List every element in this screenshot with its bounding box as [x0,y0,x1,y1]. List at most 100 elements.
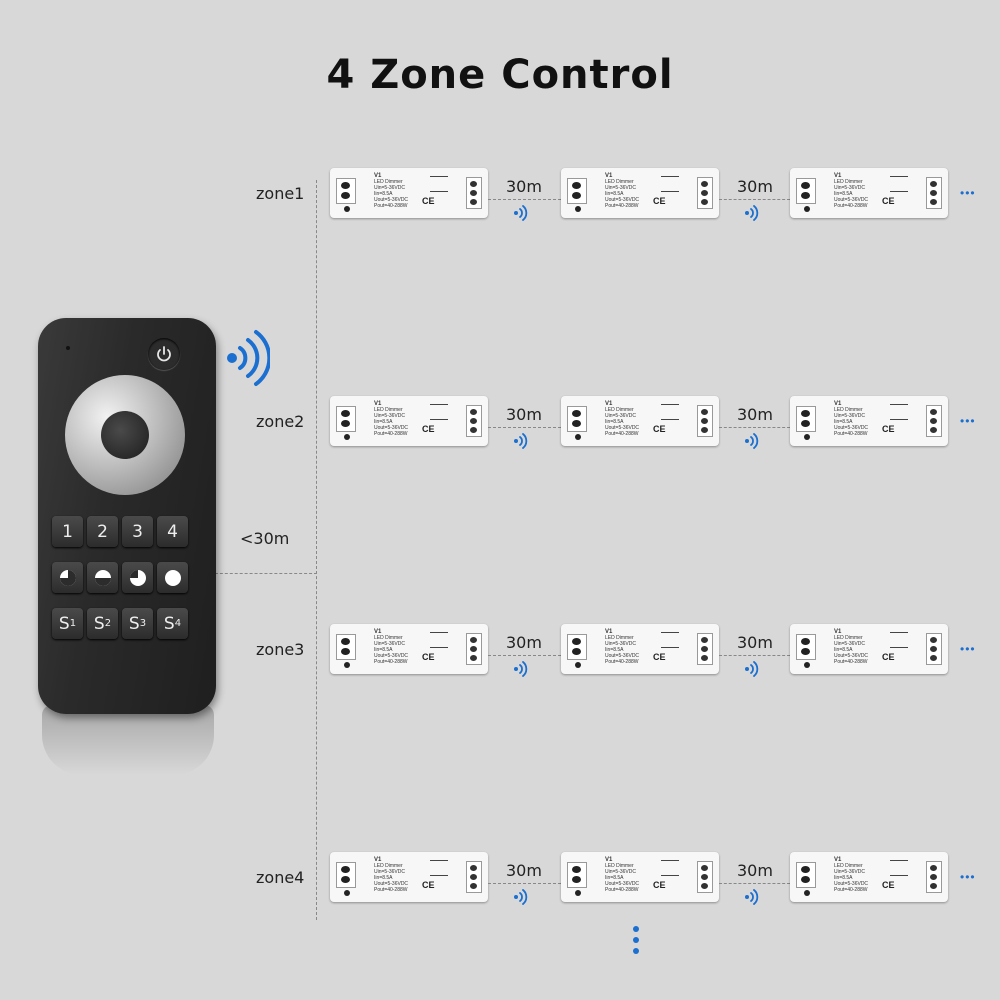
more-receivers-indicator: ••• [960,870,976,884]
cert-mark: CE [422,880,435,890]
cert-mark: CE [653,196,666,206]
more-receivers-indicator: ••• [960,186,976,200]
wiring-diagram [890,860,908,876]
controller-name: LED Dimmer [374,179,403,185]
receiver-link-line [719,427,790,428]
dim-100-icon [164,569,181,586]
wireless-signal-icon [743,888,761,911]
input-terminal [336,862,356,888]
receiver-link-line [719,199,790,200]
input-terminal [336,406,356,432]
zone-key-4[interactable]: 4 [157,516,188,547]
match-button[interactable] [575,206,581,212]
output-terminal [926,405,942,437]
dim-100-button[interactable] [157,562,188,593]
output-terminal [926,861,942,893]
controller-model: V1 [834,173,842,179]
zone-key-3[interactable]: 3 [122,516,153,547]
match-button[interactable] [804,206,810,212]
controller-spec: Uout=5-36VDC [605,881,640,887]
match-button[interactable] [575,662,581,668]
controller-name: LED Dimmer [834,407,863,413]
controller-spec: Uin=5-36VDC [834,869,865,875]
cert-mark: CE [422,652,435,662]
led-dimmer-receiver: V1 LED Dimmer Uin=5-36VDC Iin=8.5A Uout=… [330,396,488,446]
controller-model: V1 [374,401,382,407]
wiring-diagram [430,404,448,420]
wiring-diagram [661,404,679,420]
match-button[interactable] [804,890,810,896]
scene-key-number: 2 [104,618,112,629]
cert-mark: CE [882,196,895,206]
zone-row-2: zone2 V1 LED Dimmer Uin=5-36VDC Iin=8.5A… [0,396,1000,466]
wiring-diagram [890,404,908,420]
wiring-diagram [430,860,448,876]
controller-name: LED Dimmer [605,407,634,413]
controller-label: V1 LED Dimmer Uin=5-36VDC Iin=8.5A Uout=… [374,857,408,893]
controller-spec: Uin=5-36VDC [605,641,636,647]
controller-spec: Pout=40-288W [374,431,408,437]
page-title: 4 Zone Control [326,52,674,98]
distance-label: 30m [506,633,542,652]
match-button[interactable] [804,662,810,668]
cert-mark: CE [653,652,666,662]
controller-spec: Uout=5-36VDC [834,653,869,659]
controller-spec: Iin=8.5A [374,419,393,425]
input-terminal [796,178,816,204]
controller-name: LED Dimmer [834,635,863,641]
controller-model: V1 [834,401,842,407]
controller-spec: Uout=5-36VDC [834,197,869,203]
distance-label: 30m [737,405,773,424]
remote-reflection [42,705,214,775]
controller-name: LED Dimmer [834,179,863,185]
led-dimmer-receiver: V1 LED Dimmer Uin=5-36VDC Iin=8.5A Uout=… [330,852,488,902]
match-button[interactable] [344,206,350,212]
ce-mark: CE [882,880,895,890]
dim-75-icon [129,569,146,586]
match-button[interactable] [575,434,581,440]
zone-key-1[interactable]: 1 [52,516,83,547]
controller-model: V1 [374,629,382,635]
controller-model: V1 [605,173,613,179]
zone-key-2[interactable]: 2 [87,516,118,547]
dimming-wheel[interactable] [65,375,185,495]
led-dimmer-receiver: V1 LED Dimmer Uin=5-36VDC Iin=8.5A Uout=… [561,852,719,902]
ce-mark: CE [882,196,895,206]
cert-mark: CE [653,424,666,434]
match-button[interactable] [344,434,350,440]
controller-label: V1 LED Dimmer Uin=5-36VDC Iin=8.5A Uout=… [374,401,408,437]
controller-spec: Pout=40-288W [834,659,868,665]
power-button[interactable] [148,338,180,370]
wireless-signal-icon [743,432,761,455]
ce-mark: CE [653,880,666,890]
led-dimmer-receiver: V1 LED Dimmer Uin=5-36VDC Iin=8.5A Uout=… [561,396,719,446]
controller-spec: Pout=40-288W [374,887,408,893]
match-button[interactable] [344,890,350,896]
controller-spec: Pout=40-288W [834,431,868,437]
output-terminal [697,177,713,209]
range-label: <30m [240,529,290,548]
dim-50-button[interactable] [87,562,118,593]
controller-label: V1 LED Dimmer Uin=5-36VDC Iin=8.5A Uout=… [834,629,868,665]
zone-row-1: zone1 V1 LED Dimmer Uin=5-36VDC Iin=8.5A… [0,168,1000,238]
controller-spec: Uin=5-36VDC [834,185,865,191]
dim-75-button[interactable] [122,562,153,593]
output-terminal [466,861,482,893]
distance-label: 30m [506,861,542,880]
controller-model: V1 [834,629,842,635]
controller-spec: Uout=5-36VDC [374,881,409,887]
more-receivers-indicator: ••• [960,414,976,428]
dim-25-button[interactable] [52,562,83,593]
match-button[interactable] [804,434,810,440]
match-button[interactable] [344,662,350,668]
input-terminal [796,634,816,660]
led-dimmer-receiver: V1 LED Dimmer Uin=5-36VDC Iin=8.5A Uout=… [330,624,488,674]
match-button[interactable] [575,890,581,896]
ce-mark: CE [882,652,895,662]
input-terminal [567,406,587,432]
